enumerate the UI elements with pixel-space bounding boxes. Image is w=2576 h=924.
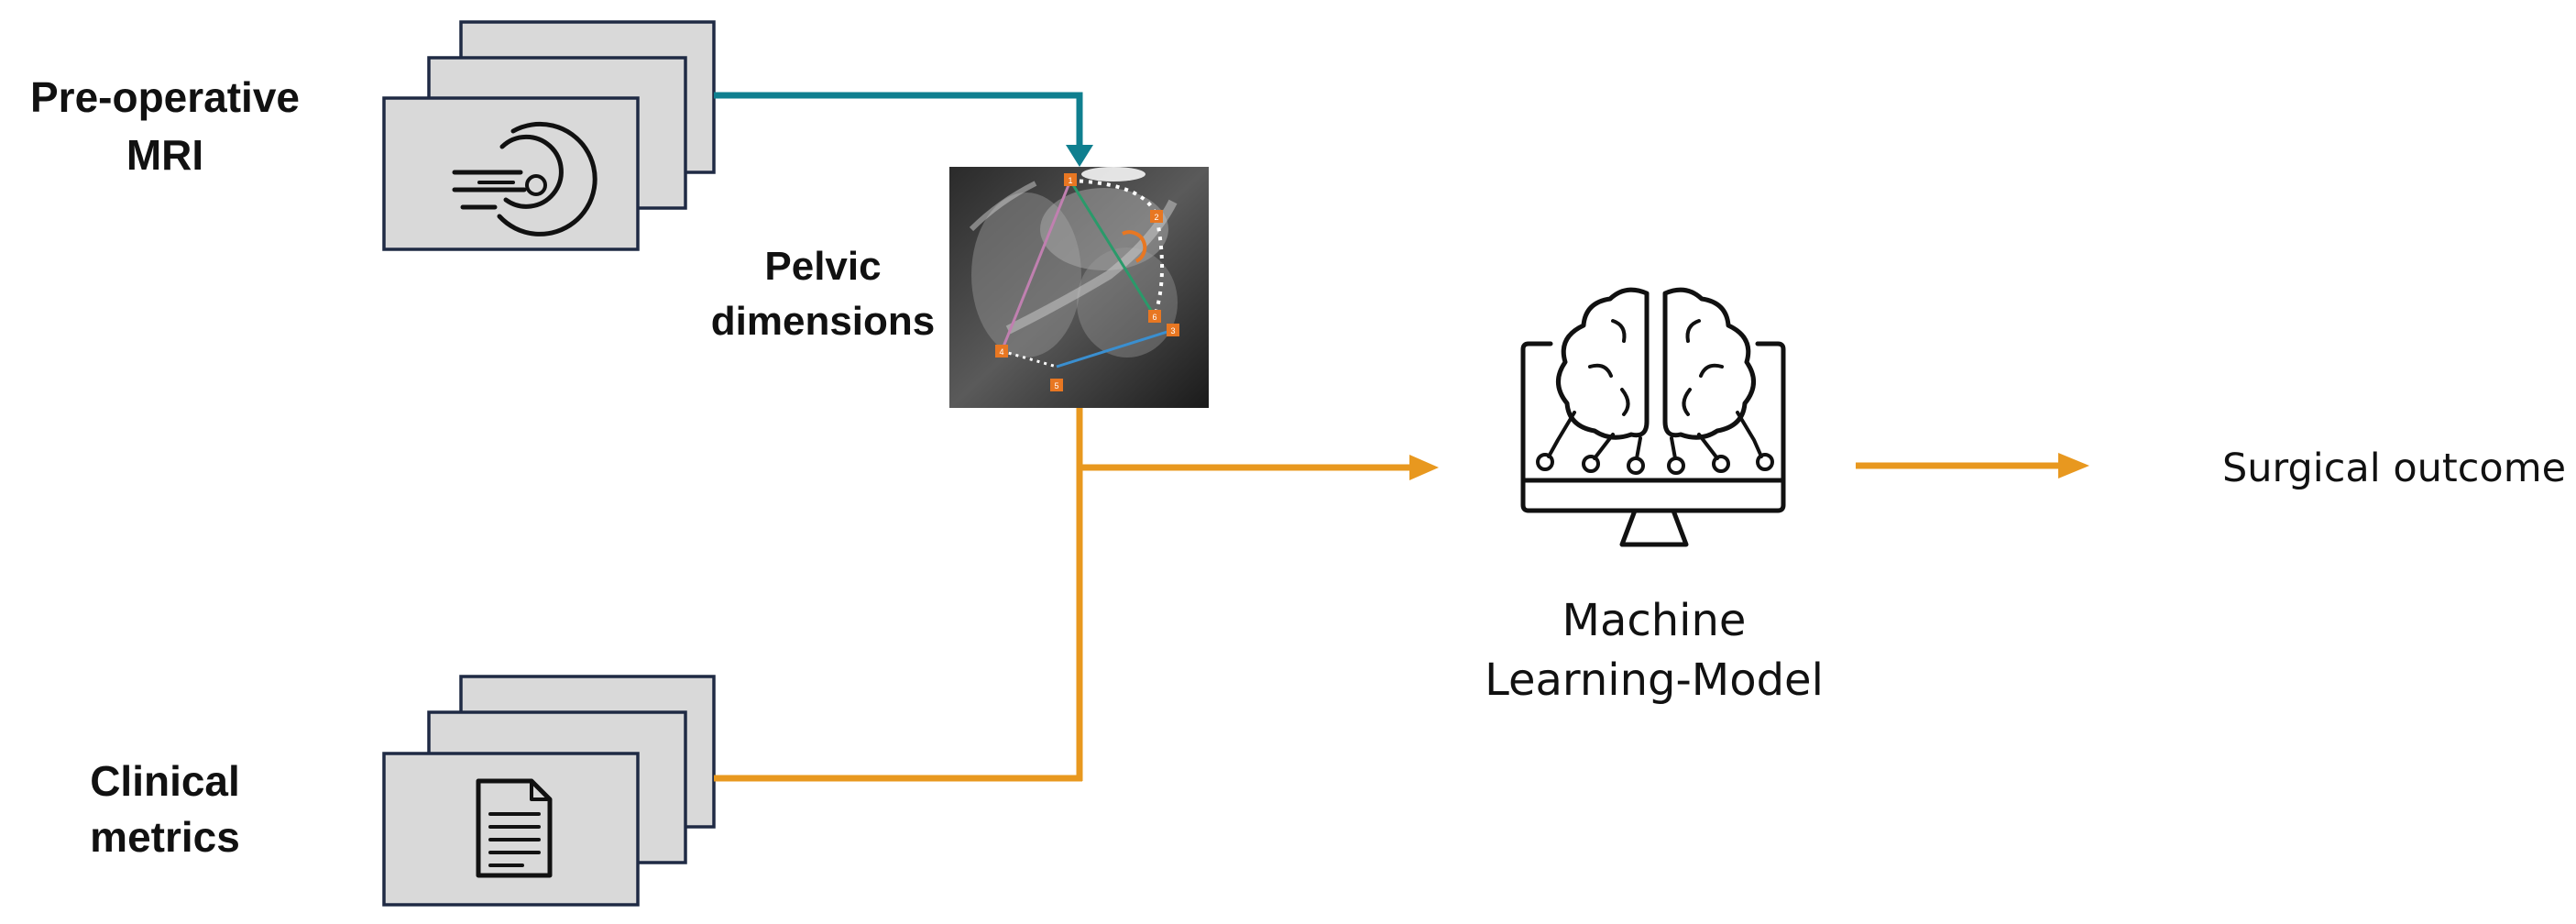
mri-marker-3: 3: [1167, 324, 1179, 336]
brain-monitor-icon: [1520, 287, 1786, 547]
clinical-label-line1: Clinical: [90, 757, 240, 805]
svg-text:1: 1: [1068, 176, 1072, 185]
mri-marker-2: 2: [1150, 210, 1163, 223]
clinical-label-line2: metrics: [90, 813, 240, 861]
clinical-card-stack: [382, 675, 716, 907]
mri-marker-1: 1: [1064, 173, 1077, 186]
model-to-outcome-arrow: [1856, 453, 2089, 478]
pelvic-label-line1: Pelvic: [764, 244, 881, 289]
pelvic-mri-image: 1 2 3 4 5 6: [949, 167, 1209, 408]
svg-text:3: 3: [1170, 326, 1175, 336]
mri-card-stack: [382, 20, 716, 251]
mri-to-pelvic-arrow: [714, 92, 1093, 167]
svg-text:6: 6: [1152, 313, 1156, 322]
mri-marker-5: 5: [1050, 379, 1063, 391]
inputs-to-model-arrow: [714, 408, 1439, 782]
mri-marker-4: 4: [995, 345, 1008, 358]
svg-text:5: 5: [1054, 381, 1058, 390]
svg-text:2: 2: [1154, 213, 1158, 222]
mri-marker-6: 6: [1148, 310, 1161, 323]
surgical-outcome-label: Surgical outcome: [2222, 446, 2566, 491]
document-icon: [476, 778, 553, 878]
pelvic-label-line2: dimensions: [711, 299, 936, 344]
ml-label-line1: Machine: [1562, 595, 1747, 646]
mri-label-line2: MRI: [126, 131, 203, 179]
mri-scanner-icon: [452, 121, 597, 236]
ml-label-line2: Learning-Model: [1485, 654, 1824, 706]
mri-label-line1: Pre-operative: [30, 73, 300, 121]
svg-text:4: 4: [999, 347, 1003, 357]
